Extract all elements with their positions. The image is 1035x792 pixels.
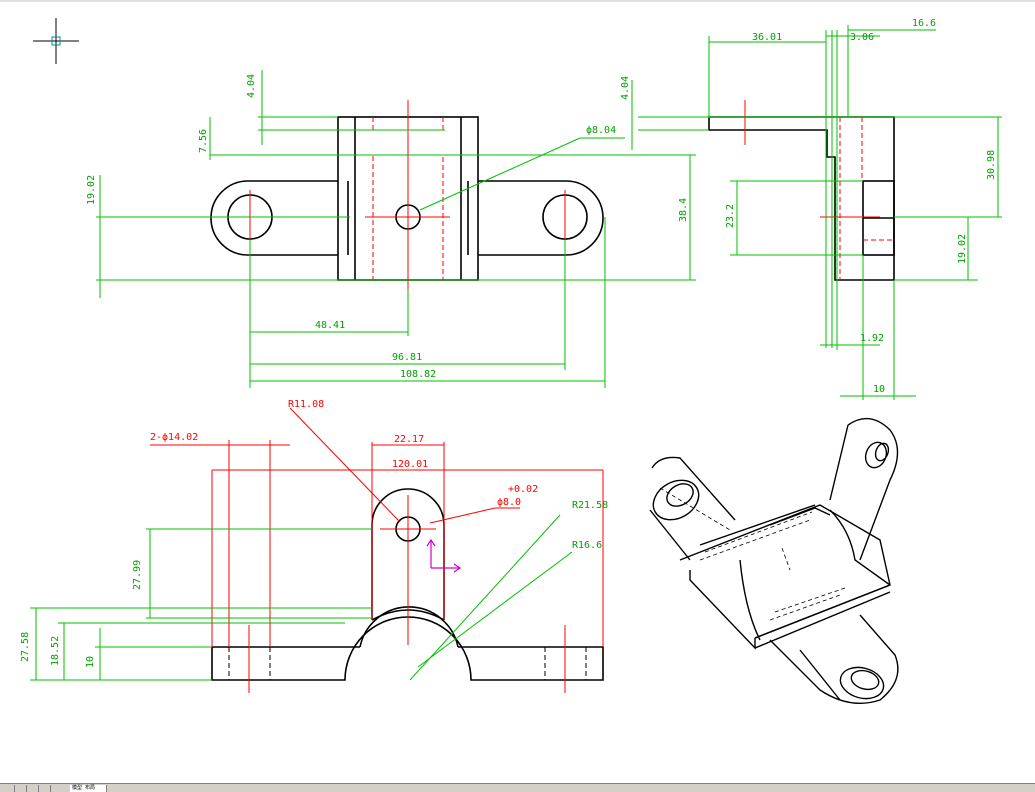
dim-front-18-52: 18.52 (50, 636, 61, 666)
dim-top-48-41: 48.41 (315, 320, 345, 331)
dim-side-1-92: 1.92 (860, 333, 884, 344)
top-view-dimensions (96, 70, 696, 388)
dim-side-10: 10 (873, 384, 885, 395)
dim-front-10: 10 (85, 656, 96, 668)
dim-top-19-02: 19.02 (86, 175, 97, 205)
dim-side-4-04: 4.04 (620, 76, 631, 100)
top-view[interactable] (210, 100, 604, 290)
dim-side-36-01: 36.01 (752, 32, 782, 43)
dim-side-30-98: 30.98 (986, 150, 997, 180)
dim-top-108-82: 108.82 (400, 369, 436, 380)
layout-tab-model[interactable]: 模型 布局 (70, 785, 107, 792)
layout-tab-4[interactable] (38, 785, 51, 792)
dim-top-96-81: 96.81 (392, 352, 422, 363)
dim-front-r21-58: R21.58 (572, 500, 608, 511)
dim-front-tol: +0.02 (508, 484, 538, 495)
dim-side-3-06: 3.06 (850, 32, 874, 43)
dim-front-22-17: 22.17 (394, 434, 424, 445)
dim-side-16-6: 16.6 (912, 18, 936, 29)
layout-tab-1[interactable] (2, 785, 15, 792)
dim-top-4-04: 4.04 (246, 74, 257, 98)
dim-front-27-58: 27.58 (20, 632, 31, 662)
dim-side-19-02: 19.02 (957, 234, 968, 264)
crosshair-cursor-icon (33, 18, 79, 64)
layout-tab-2[interactable] (14, 785, 27, 792)
dim-front-2-phi14-02: 2-ϕ14.02 (150, 432, 198, 443)
layout-tab-3[interactable] (26, 785, 39, 792)
side-view[interactable]: 36.01 3.06 16.6 4.04 30.98 23.2 19.02 1.… (620, 18, 1002, 400)
dim-front-phi8: ϕ8.0 (497, 497, 521, 508)
dim-front-27-99: 27.99 (132, 560, 143, 590)
isometric-view[interactable] (646, 417, 899, 705)
side-view-dimensions (631, 25, 1002, 400)
front-view[interactable]: R11.08 2-ϕ14.02 22.17 120.01 +0.02 ϕ8.0 … (20, 399, 608, 693)
ucs-icon (426, 538, 462, 573)
layout-tab-bar: 模型 布局 (0, 783, 1035, 792)
dim-side-23-2: 23.2 (725, 204, 736, 228)
dim-front-r16-6: R16.6 (572, 540, 602, 551)
dim-top-38-4: 38.4 (678, 198, 689, 222)
dim-front-r11-08: R11.08 (288, 399, 324, 410)
dim-top-phi-8-04: ϕ8.04 (586, 125, 616, 136)
isometric-hidden-lines (659, 487, 846, 621)
dim-front-120-01: 120.01 (392, 459, 428, 470)
dim-top-7-56: 7.56 (198, 129, 209, 153)
